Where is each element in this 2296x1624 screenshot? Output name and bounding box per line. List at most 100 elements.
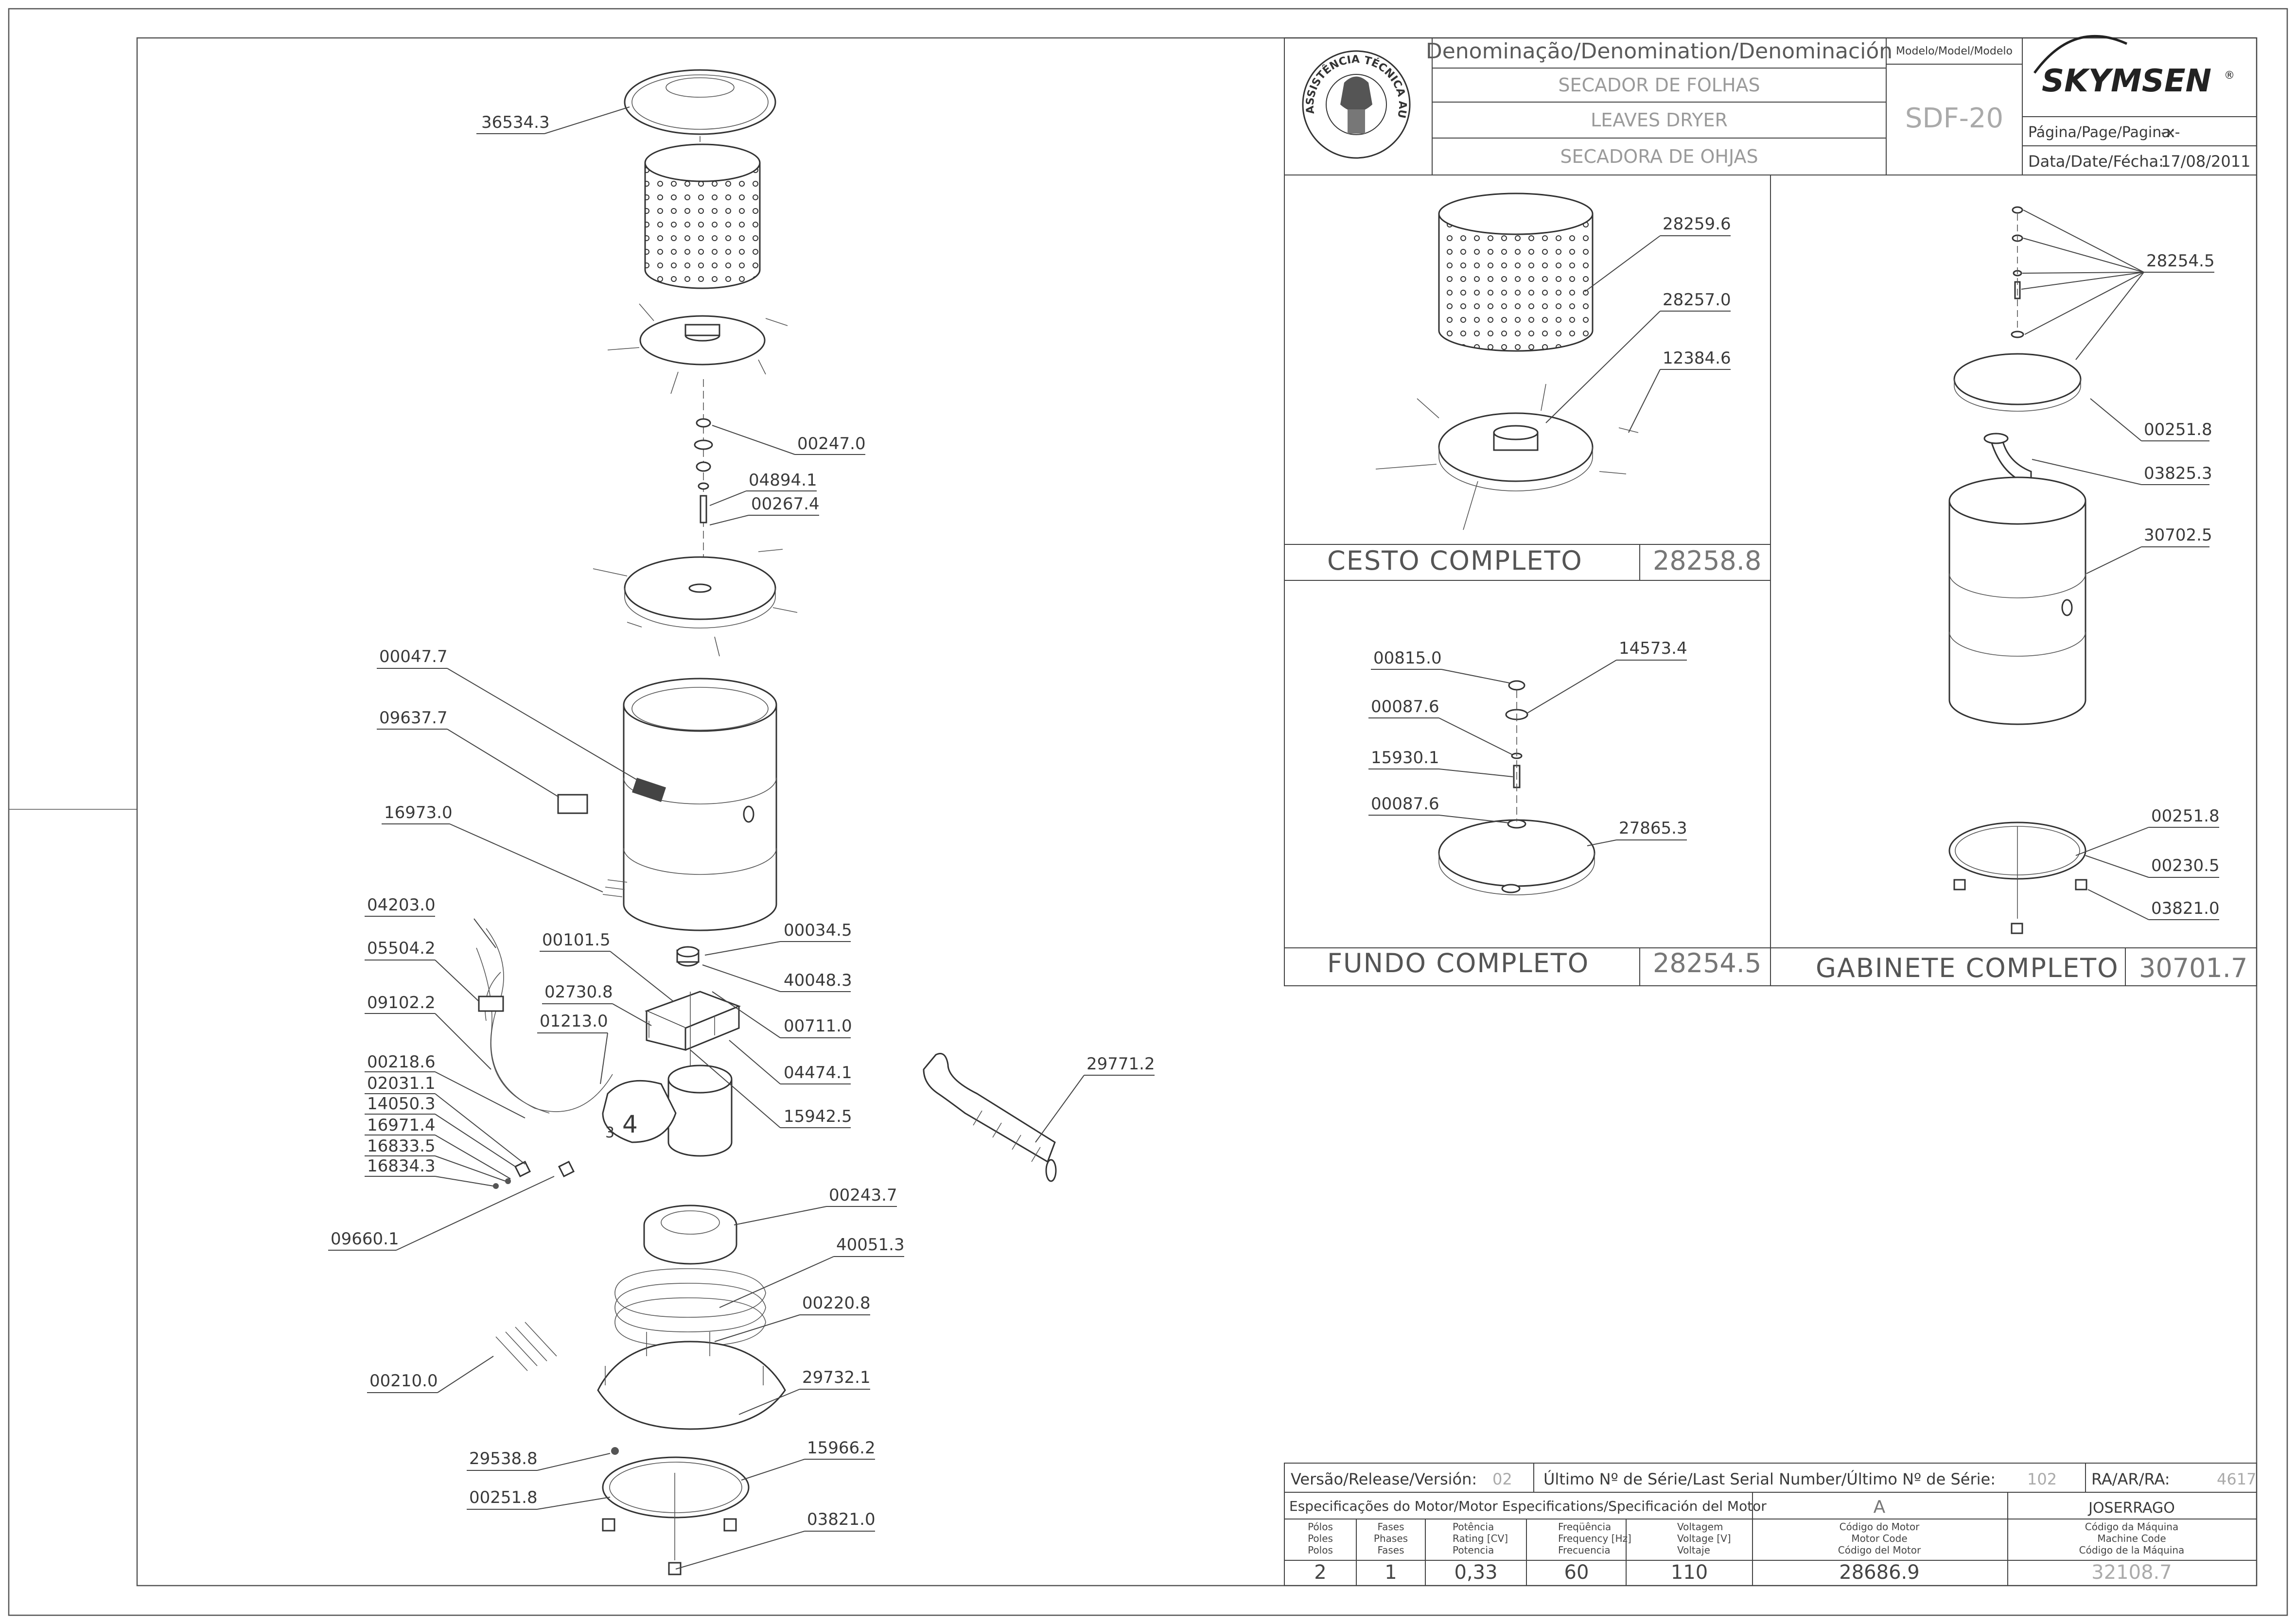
- svg-text:00101.5: 00101.5: [542, 930, 611, 950]
- svg-text:05504.2: 05504.2: [367, 939, 436, 958]
- callout: 16971.4: [365, 1116, 511, 1179]
- callout: 28257.0: [1545, 290, 1731, 423]
- svg-text:Voltaje: Voltaje: [1677, 1544, 1710, 1556]
- callout: 00210.0: [367, 1356, 494, 1393]
- machine-name-en: LEAVES DRYER: [1591, 109, 1728, 131]
- gabinete-name: GABINETE COMPLETO: [1816, 953, 2119, 983]
- svg-text:00218.6: 00218.6: [367, 1052, 436, 1072]
- svg-text:Rating [CV]: Rating [CV]: [1453, 1533, 1508, 1544]
- callout: 01213.0: [537, 1012, 608, 1084]
- svg-text:04203.0: 04203.0: [367, 895, 436, 915]
- callout: 00247.0: [712, 425, 866, 455]
- svg-text:Freqüência: Freqüência: [1558, 1521, 1611, 1533]
- date-value: 17/08/2011: [2161, 152, 2250, 171]
- callout: 02730.8: [542, 982, 652, 1026]
- callout: 29771.2: [1035, 1054, 1155, 1143]
- callout: 00047.7: [377, 647, 642, 783]
- fundo-drawing: [1438, 680, 1595, 895]
- callout: 00711.0: [712, 991, 852, 1038]
- title-block: ASSISTÊNCIA TÉCNICA AUTORIZADA Denominaç…: [0, 0, 2257, 175]
- callout: 29732.1: [738, 1368, 871, 1415]
- callout: 14050.3: [365, 1094, 516, 1167]
- gabinete-drawing: [1948, 206, 2087, 934]
- svg-text:27865.3: 27865.3: [1619, 819, 1687, 838]
- callout: 05504.2: [365, 939, 479, 1002]
- frequency-value: 60: [1564, 1561, 1589, 1584]
- callout: 00815.0: [1371, 648, 1510, 683]
- svg-text:4: 4: [622, 1110, 638, 1138]
- svg-text:Voltagem: Voltagem: [1677, 1521, 1723, 1533]
- svg-text:04894.1: 04894.1: [749, 471, 817, 490]
- svg-text:Polos: Polos: [1308, 1544, 1333, 1556]
- svg-text:00251.8: 00251.8: [469, 1488, 538, 1507]
- svg-text:28254.5: 28254.5: [2146, 251, 2215, 271]
- callout: 40051.3: [719, 1235, 905, 1308]
- svg-text:00251.8: 00251.8: [2144, 420, 2212, 439]
- serial-label: Último Nº de Série/Last Serial Number/Úl…: [1543, 1469, 1996, 1488]
- machine-name-es: SECADORA DE OHJAS: [1560, 146, 1758, 167]
- callout: 09637.7: [377, 708, 560, 798]
- svg-text:00220.8: 00220.8: [802, 1293, 871, 1313]
- callout: 00243.7: [734, 1186, 897, 1225]
- callout: 15942.5: [690, 1049, 852, 1128]
- fundo-code: 28254.5: [1653, 948, 1761, 978]
- svg-text:SKYMSEN: SKYMSEN: [2042, 63, 2211, 99]
- page-value: -x-: [2161, 124, 2180, 141]
- svg-text:00815.0: 00815.0: [1373, 648, 1442, 668]
- svg-text:40051.3: 40051.3: [836, 1235, 905, 1255]
- ra-value: 4617: [2217, 1470, 2256, 1488]
- callout: 27865.3: [1587, 819, 1687, 846]
- svg-text:29538.8: 29538.8: [469, 1449, 538, 1468]
- svg-text:Frequency [Hz]: Frequency [Hz]: [1558, 1533, 1631, 1544]
- callout: 02031.1: [365, 1074, 526, 1165]
- svg-text:09660.1: 09660.1: [331, 1229, 399, 1249]
- svg-text:Fases: Fases: [1377, 1544, 1404, 1556]
- callout: 04203.0: [365, 895, 496, 948]
- callout: 03825.3: [2032, 459, 2212, 485]
- callout: 00218.6: [365, 1052, 526, 1118]
- svg-text:16834.3: 16834.3: [367, 1156, 436, 1176]
- machine-name-pt: SECADOR DE FOLHAS: [1558, 74, 1760, 96]
- svg-text:28257.0: 28257.0: [1663, 290, 1731, 310]
- assembly-callouts: 28259.6 28257.0 12384.6 00815.0 14573.4 …: [1368, 210, 2220, 920]
- cesto-name: CESTO COMPLETO: [1327, 545, 1583, 576]
- callout: 00267.4: [709, 494, 820, 525]
- svg-text:Poles: Poles: [1308, 1533, 1333, 1544]
- svg-text:00711.0: 00711.0: [784, 1016, 852, 1036]
- power-value: 0,33: [1454, 1561, 1497, 1584]
- cesto-drawing: [1375, 192, 1639, 530]
- callout: 28254.5: [2021, 210, 2215, 360]
- svg-text:03821.0: 03821.0: [2151, 899, 2220, 918]
- motor-code-value: 28686.9: [1839, 1561, 1919, 1584]
- svg-text:29732.1: 29732.1: [802, 1368, 871, 1387]
- callout: 09660.1: [328, 1176, 555, 1251]
- callout: 40048.3: [702, 964, 852, 992]
- svg-text:00047.7: 00047.7: [379, 647, 448, 666]
- denomination-label: Denominação/Denomination/Denominación: [1426, 39, 1893, 64]
- callout: 29538.8: [467, 1449, 611, 1471]
- svg-text:02730.8: 02730.8: [544, 982, 613, 1002]
- svg-text:14050.3: 14050.3: [367, 1094, 436, 1114]
- callout: 00230.5: [2085, 855, 2220, 878]
- callout: 04474.1: [729, 1040, 852, 1084]
- callout: 03821.0: [675, 1510, 876, 1570]
- svg-text:14573.4: 14573.4: [1619, 639, 1687, 658]
- outer-border: [8, 8, 2288, 1616]
- svg-text:00267.4: 00267.4: [751, 494, 820, 514]
- callout: 14573.4: [1526, 639, 1687, 714]
- svg-text:00247.0: 00247.0: [797, 434, 866, 454]
- svg-text:03821.0: 03821.0: [807, 1510, 876, 1529]
- svg-text:16973.0: 16973.0: [384, 803, 453, 822]
- callout: 00087.6: [1368, 794, 1510, 823]
- author: JOSERRAGO: [2087, 1500, 2175, 1517]
- svg-text:®: ®: [2224, 70, 2235, 82]
- main-exploded-view: 4 3: [476, 69, 1057, 1575]
- svg-text:15942.5: 15942.5: [784, 1107, 852, 1126]
- svg-text:00087.6: 00087.6: [1371, 794, 1439, 814]
- callout: 30702.5: [2086, 525, 2212, 574]
- version-label: Versão/Release/Versión:: [1291, 1470, 1477, 1488]
- callout: 12384.6: [1628, 349, 1731, 433]
- callout: 00251.8: [2075, 806, 2220, 856]
- callout: 00034.5: [704, 921, 852, 956]
